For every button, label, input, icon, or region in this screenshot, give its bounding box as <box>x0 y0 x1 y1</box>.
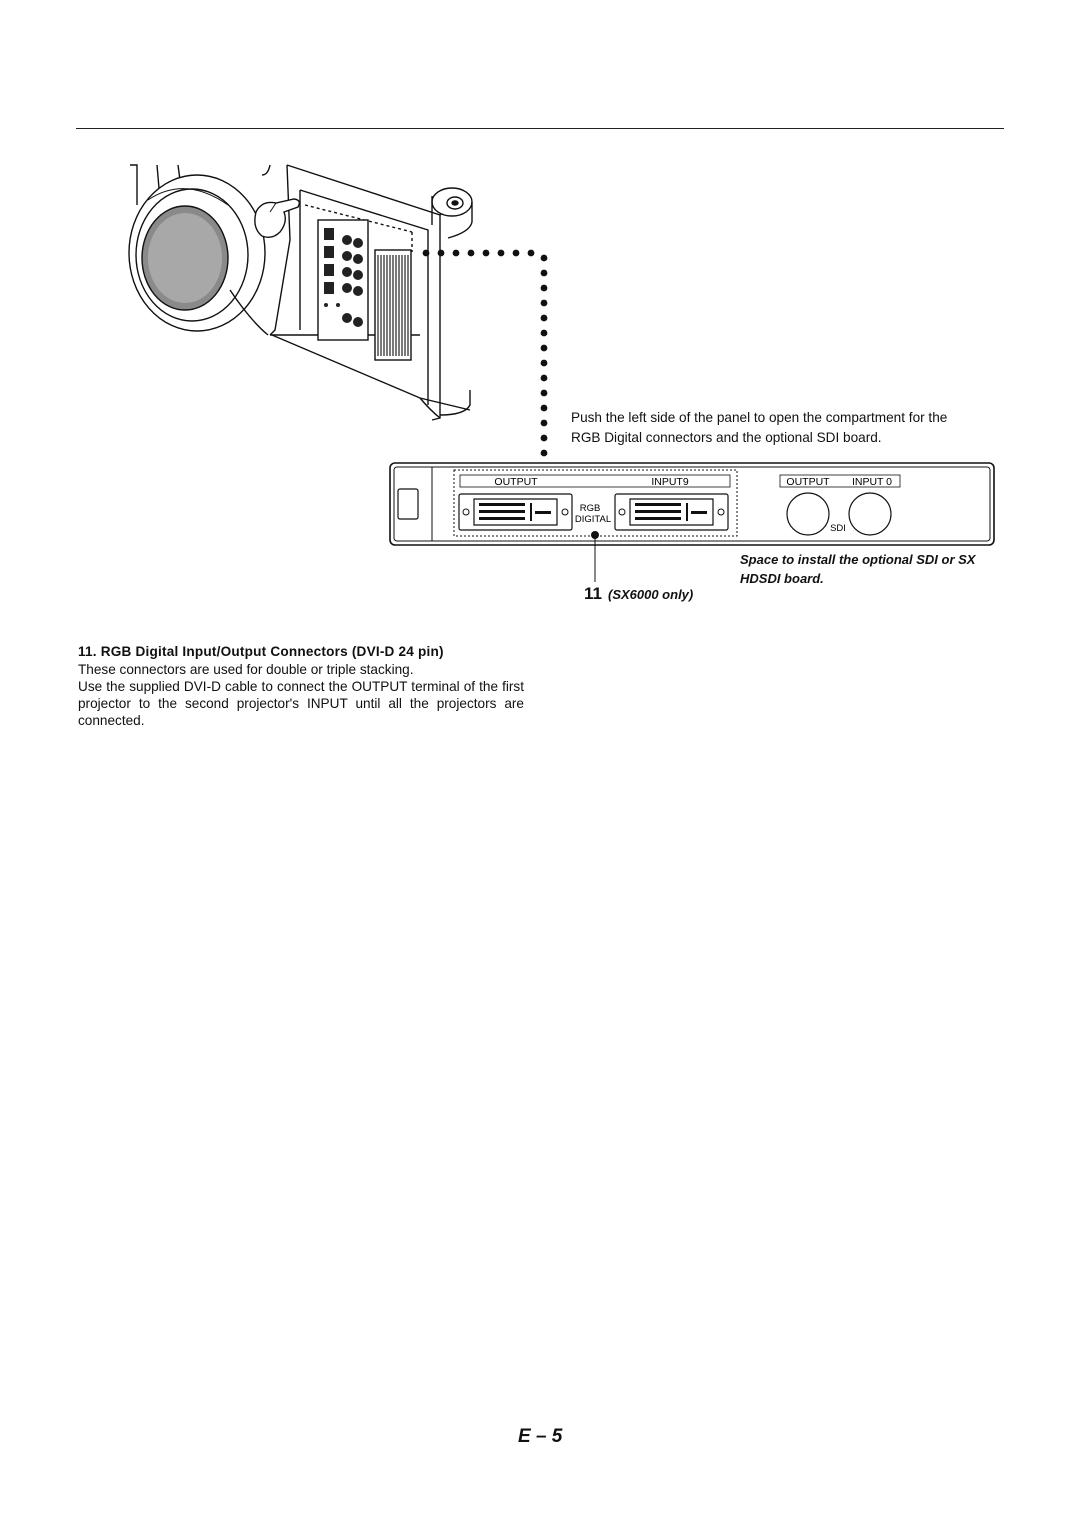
callout-line-2: RGB Digital connectors and the optional … <box>571 430 882 445</box>
digital-label: DIGITAL <box>575 514 611 525</box>
item-model: (SX6000 only) <box>607 587 694 602</box>
projector-illustration: OUTPUT INPUT9 RGB DIGITAL <box>128 164 995 582</box>
section-heading: 11. RGB Digital Input/Output Connectors … <box>78 644 444 659</box>
input9-label: INPUT9 <box>651 476 689 488</box>
dvi-input9-connector[interactable] <box>614 493 729 531</box>
space-note-line-1: Space to install the optional SDI or SX <box>740 552 976 567</box>
connector-panel: OUTPUT INPUT9 RGB DIGITAL <box>389 462 995 582</box>
space-note-line-2: HDSDI board. <box>740 571 824 586</box>
panel-callout: Push the left side of the panel to open … <box>571 408 991 448</box>
item-marker: 11 (SX6000 only) <box>584 584 693 604</box>
projector-drawing <box>128 164 473 421</box>
callout-line-1: Push the left side of the panel to open … <box>571 410 948 425</box>
space-note: Space to install the optional SDI or SX … <box>740 550 1000 588</box>
sdi-output-port[interactable] <box>786 492 830 536</box>
sdi-label: SDI <box>830 523 846 534</box>
marker-dot <box>591 531 599 539</box>
dvi-output-connector[interactable] <box>458 493 573 531</box>
page-number: E – 5 <box>518 1426 563 1447</box>
output-label: OUTPUT <box>494 476 538 488</box>
section-line-2: Use the supplied DVI-D cable to connect … <box>78 679 524 728</box>
item-number: 11 <box>584 584 602 603</box>
rgb-label: RGB <box>580 503 601 514</box>
sdi-input-port[interactable] <box>848 492 892 536</box>
dotted-leader-line <box>422 249 548 457</box>
sdi-input-label: INPUT 0 <box>852 476 892 488</box>
section-11: 11. RGB Digital Input/Output Connectors … <box>78 643 524 729</box>
sdi-output-label: OUTPUT <box>786 476 830 488</box>
panel-latch[interactable] <box>397 488 419 520</box>
header-rule <box>76 128 1004 129</box>
section-line-1: These connectors are used for double or … <box>78 662 414 677</box>
